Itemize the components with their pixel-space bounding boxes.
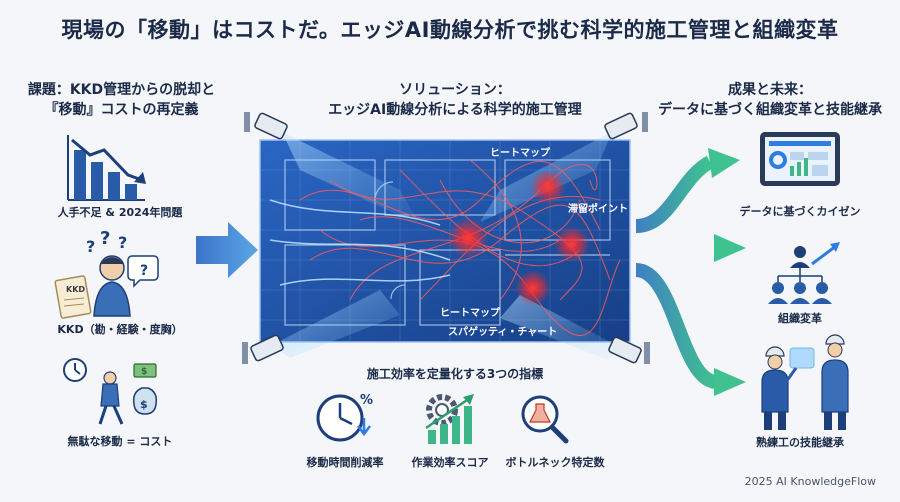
declining-bar-chart-icon bbox=[67, 135, 146, 201]
right-heading-line2: データに基づく組織変革と技能継承 bbox=[658, 102, 882, 118]
security-camera-icon bbox=[604, 112, 648, 140]
traffic-flow-lines bbox=[269, 199, 451, 286]
svg-text:?: ? bbox=[118, 233, 127, 252]
clock-percent-icon: % bbox=[316, 393, 373, 442]
svg-text:$: $ bbox=[141, 367, 147, 377]
security-camera-icon bbox=[244, 112, 288, 140]
right-heading-line1: 成果と未来： bbox=[728, 82, 812, 98]
svg-text:KKD: KKD bbox=[66, 285, 85, 294]
svg-text:?: ? bbox=[140, 263, 148, 279]
left-item-2-label: KKD（勘・経験・度胸） bbox=[57, 322, 182, 336]
right-item-3-label: 熟練工の技能継承 bbox=[756, 435, 845, 449]
page-title: 現場の「移動」はコストだ。エッジAI動線分析で挑む科学的施工管理と組織変革 bbox=[61, 18, 839, 42]
svg-text:%: % bbox=[360, 393, 373, 408]
footer-credit: 2025 AI KnowledgeFlow bbox=[744, 475, 876, 488]
right-item-1-label: データに基づくカイゼン bbox=[740, 204, 861, 218]
left-heading-line2: 『移動』コストの再定義 bbox=[44, 102, 199, 118]
svg-text:$: $ bbox=[140, 398, 148, 411]
veteran-teaching-worker-icon bbox=[761, 334, 849, 430]
magnifier-flask-icon bbox=[521, 395, 569, 444]
right-column-heading: 成果と未来： データに基づく組織変革と技能継承 bbox=[650, 80, 890, 120]
spaghetti-chart-label: スパゲッティ・チャート bbox=[448, 325, 557, 338]
center-heading-line1: ソリューション： bbox=[399, 82, 511, 98]
left-heading-line1: 課題：KKD管理からの脱却と bbox=[27, 82, 216, 98]
kpi-2-label: 作業効率スコア bbox=[412, 455, 489, 469]
gear-growth-chart-icon bbox=[425, 394, 474, 444]
confused-worker-icon: KKD ? ? ? ? bbox=[54, 228, 159, 319]
heatmap-bottom-label: ヒートマップ bbox=[440, 306, 501, 319]
org-chart-icon bbox=[768, 242, 840, 304]
dashboard-tablet-icon bbox=[760, 132, 840, 186]
center-to-right-arrows bbox=[634, 148, 746, 396]
security-camera-icon bbox=[608, 336, 650, 364]
security-camera-icon bbox=[242, 334, 284, 364]
center-column-heading: ソリューション： エッジAI動線分析による科学的施工管理 bbox=[290, 80, 620, 120]
svg-text:?: ? bbox=[100, 228, 110, 249]
walking-worker-money-icon: $ $ bbox=[63, 358, 158, 425]
kpi-heading: 施工効率を定量化する3つの指標 bbox=[367, 366, 543, 381]
svg-text:?: ? bbox=[86, 237, 95, 256]
heatmap-top-label: ヒートマップ bbox=[490, 146, 551, 159]
left-item-3-label: 無駄な移動 = コスト bbox=[68, 434, 173, 448]
kpi-1-label: 移動時間削減率 bbox=[307, 455, 384, 469]
left-to-center-arrow bbox=[196, 222, 258, 278]
heatmap-hotspots bbox=[448, 169, 590, 306]
dwell-point-label: 滞留ポイント bbox=[568, 202, 628, 215]
kpi-3-label: ボトルネック特定数 bbox=[506, 455, 606, 469]
center-heading-line2: エッジAI動線分析による科学的施工管理 bbox=[328, 102, 582, 118]
right-item-2-label: 組織変革 bbox=[778, 311, 822, 325]
left-item-1-label: 人手不足 & 2024年問題 bbox=[58, 205, 184, 219]
left-column-heading: 課題：KKD管理からの脱却と 『移動』コストの再定義 bbox=[14, 80, 229, 120]
